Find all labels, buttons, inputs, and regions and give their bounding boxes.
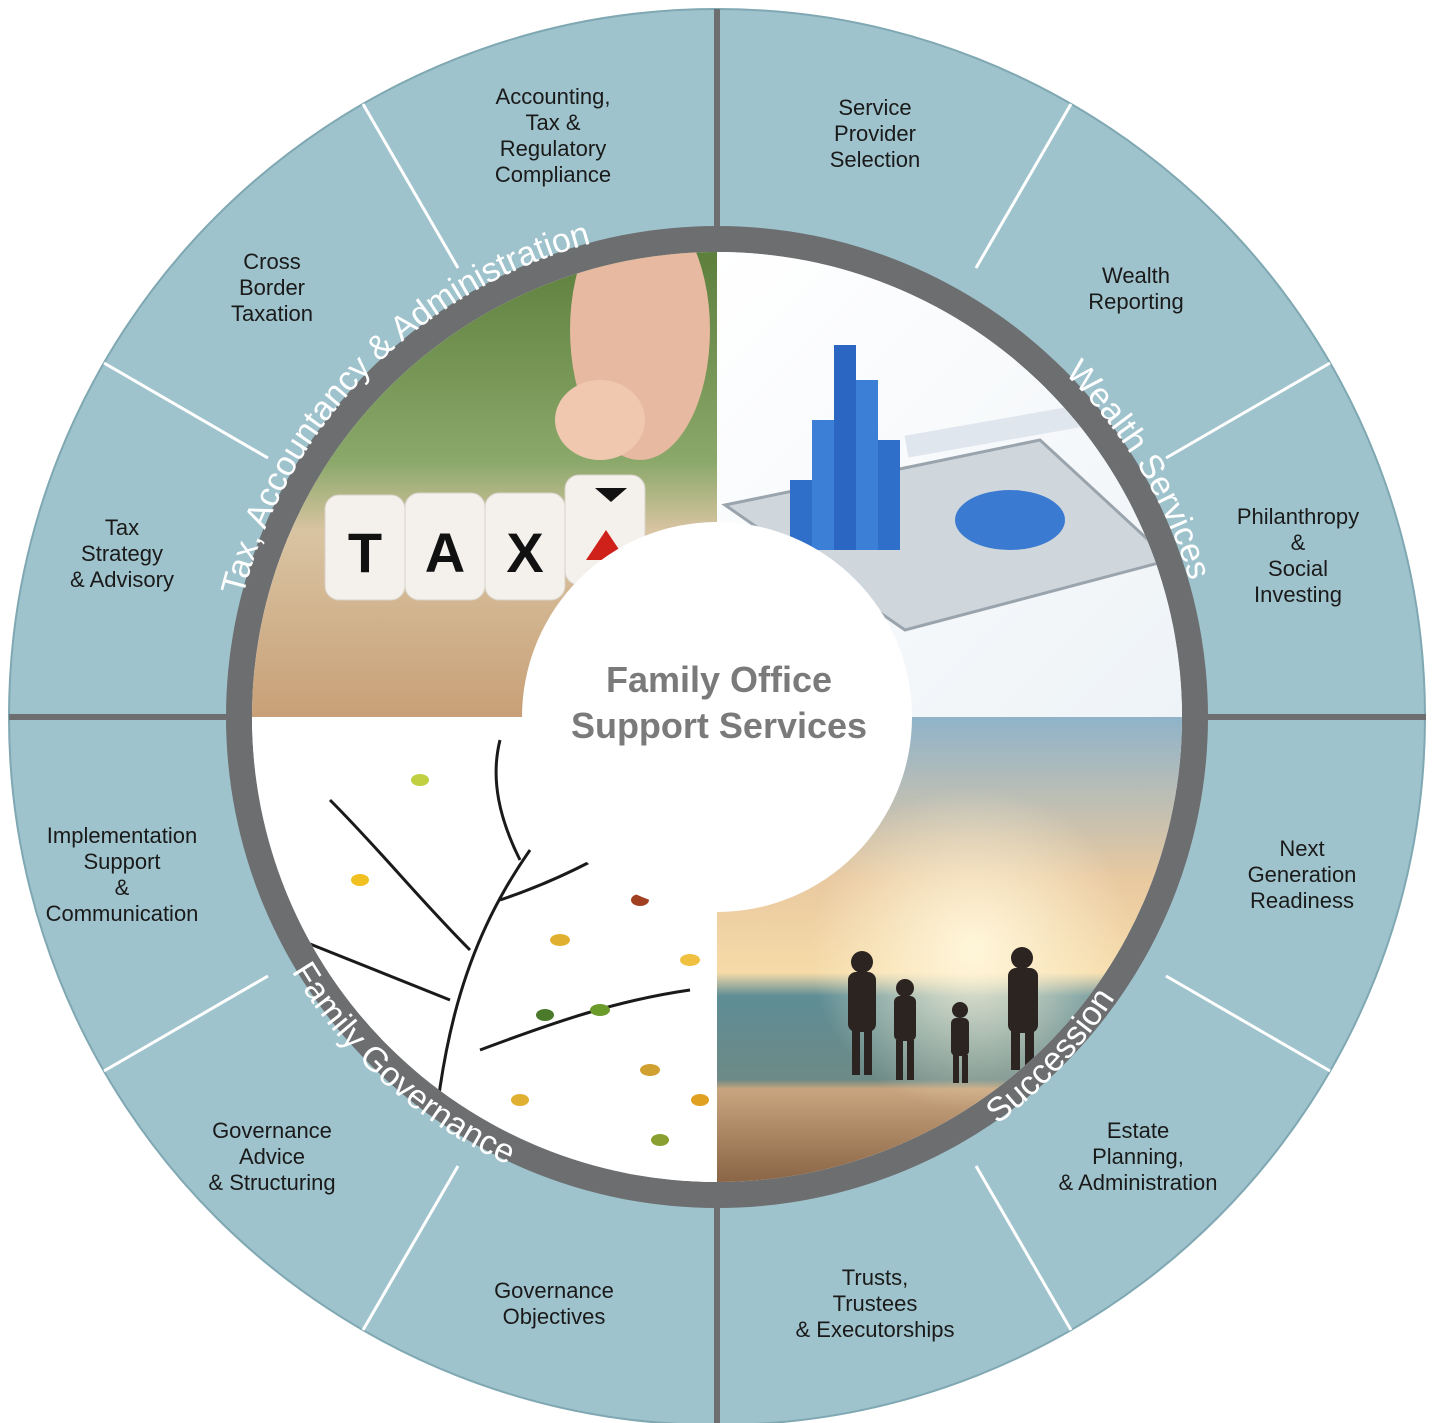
svg-text:T: T (348, 521, 382, 584)
center-circle (522, 522, 912, 912)
svg-text:X: X (506, 521, 543, 584)
segment-dividers (103, 103, 1331, 1331)
center-title-line1: Family Office (606, 659, 832, 700)
segment-label-trusts: Trusts,Trustees& Executorships (796, 1265, 955, 1342)
quadrant-dividers (9, 9, 1426, 1423)
svg-text:A: A (425, 521, 465, 584)
center-title-line2: Support Services (571, 705, 867, 746)
